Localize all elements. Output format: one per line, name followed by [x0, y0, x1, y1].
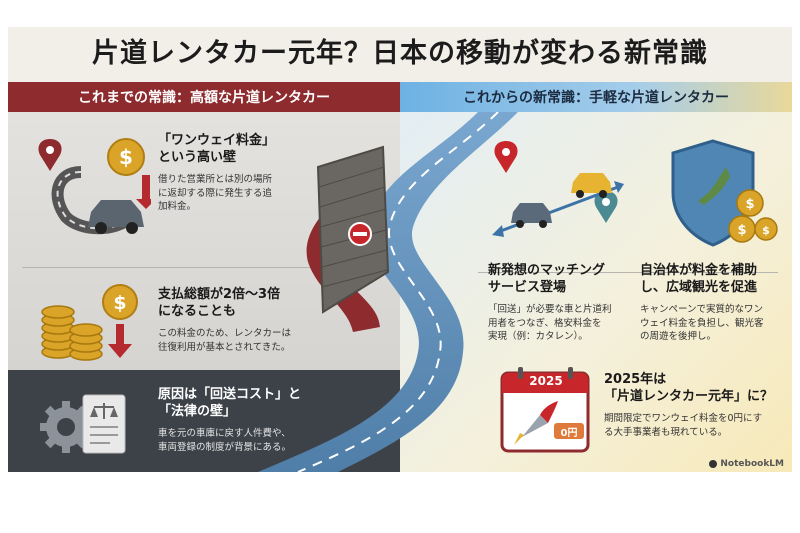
zero-yen-tag: 0円 — [560, 428, 578, 439]
left-section-header: これまでの常識：高額な片道レンタカー — [8, 82, 400, 112]
road-illustration — [258, 112, 518, 472]
calendar-rocket-icon: 2025 0円 — [500, 367, 592, 455]
svg-text:$: $ — [119, 145, 133, 169]
right-block-3-body: 期間限定でワンウェイ料金を0円にす る大手事業者も現れている。 — [604, 412, 763, 438]
right-block-1-body: 「回送」が必要な車と片道利 用者をつなぎ、格安料金を 実現（例：カタレン）。 — [488, 303, 612, 343]
right-section-header: これからの新常識：手軽な片道レンタカー — [400, 82, 792, 112]
left-block-3: 原因は「回送コスト」と 「法律の壁」 車を元の車庫に戻す人件費や、 車両登録の制… — [158, 387, 358, 454]
right-block-2: 自治体が料金を補助 し、広域観光を促進 キャンペーンで実質的なワン ウェイ料金を… — [640, 263, 785, 344]
right-block-3-heading: 2025年は 「片道レンタカー元年」に？ — [604, 372, 774, 404]
left-block-2: 支払総額が2倍〜3倍 になることも この料金のため、レンタカーは 往復利用が基本… — [158, 287, 333, 354]
one-way-fee-icon: $ — [38, 138, 151, 235]
left-block-3-heading: 原因は「回送コスト」と 「法律の壁」 — [158, 387, 302, 419]
coin-stack-icon: $ — [41, 284, 138, 361]
calendar-year: 2025 — [529, 374, 563, 388]
gear-document-icon — [40, 394, 126, 454]
matching-service-icon — [492, 141, 624, 237]
svg-text:$: $ — [745, 197, 754, 212]
left-block-3-body: 車を元の車庫に戻す人件費や、 車両登録の制度が背景にある。 — [158, 427, 292, 453]
blue-road — [258, 112, 518, 472]
left-divider — [22, 267, 312, 268]
shield-map-icon: $ $ $ — [671, 139, 778, 247]
credit-label: NotebookLM — [720, 459, 784, 469]
left-block-1-body: 借りた営業所とは別の場所 に返却する際に発生する追 加料金。 — [158, 173, 273, 213]
svg-text:$: $ — [113, 292, 126, 314]
right-divider — [478, 272, 778, 273]
svg-text:$: $ — [737, 223, 746, 238]
right-block-3: 2025年は 「片道レンタカー元年」に？ 期間限定でワンウェイ料金を0円にす る… — [604, 372, 789, 439]
left-block-1-heading: 「ワンウェイ料金」 という高い壁 — [158, 133, 276, 165]
infographic-canvas: 片道レンタカー元年？日本の移動が変わる新常識 これまでの常識：高額な片道レンタカ… — [8, 27, 792, 472]
notebooklm-logo-icon — [709, 460, 718, 468]
svg-text:$: $ — [762, 224, 770, 237]
right-block-1: 新発想のマッチング サービス登場 「回送」が必要な車と片道利 用者をつなぎ、格安… — [488, 263, 628, 344]
left-block-2-body: この料金のため、レンタカーは 往復利用が基本とされてきた。 — [158, 327, 292, 353]
notebooklm-credit: NotebookLM — [709, 459, 784, 469]
road-center-line — [297, 112, 499, 472]
right-block-1-heading: 新発想のマッチング サービス登場 — [488, 263, 606, 295]
right-block-2-heading: 自治体が料金を補助 し、広域観光を促進 — [640, 263, 758, 295]
left-block-2-heading: 支払総額が2倍〜3倍 になることも — [158, 287, 281, 319]
left-block-1: 「ワンウェイ料金」 という高い壁 借りた営業所とは別の場所 に返却する際に発生す… — [158, 133, 328, 214]
right-block-2-body: キャンペーンで実質的なワン ウェイ料金を負担し、観光客 の周遊を後押し。 — [640, 303, 764, 343]
page-title: 片道レンタカー元年？日本の移動が変わる新常識 — [92, 38, 708, 69]
